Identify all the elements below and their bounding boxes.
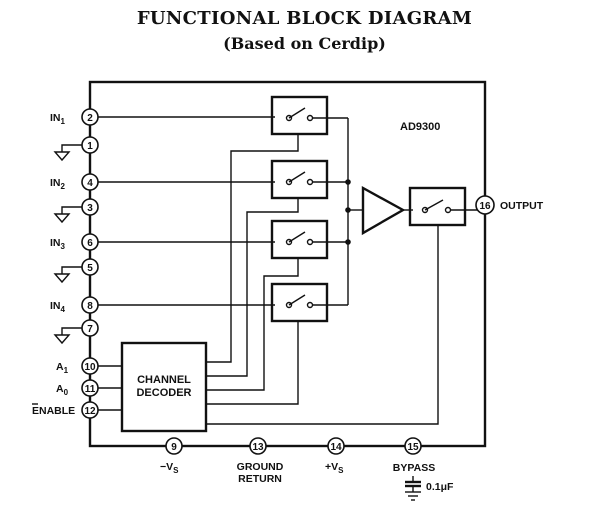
label-in1: IN1 xyxy=(50,112,66,126)
summing-bus xyxy=(313,117,363,306)
diagram-subtitle: (Based on Cerdip) xyxy=(223,34,386,53)
pin-6: 6 xyxy=(81,233,99,251)
decoder-label-line1: CHANNEL xyxy=(137,374,191,386)
label-in4: IN4 xyxy=(50,300,66,314)
ground-icon xyxy=(53,144,82,162)
svg-text:13: 13 xyxy=(252,442,264,453)
pin-14: 14 xyxy=(327,437,345,455)
label-return: RETURN xyxy=(238,473,282,485)
svg-text:14: 14 xyxy=(330,442,342,453)
label-a0: A0 xyxy=(56,383,69,397)
channel-decoder-block xyxy=(120,341,208,433)
input-wires xyxy=(90,116,275,306)
pin-16: 16 xyxy=(475,195,495,215)
pin-4: 4 xyxy=(81,173,99,191)
svg-text:12: 12 xyxy=(84,406,96,417)
label-pos-vs: +VS xyxy=(325,461,344,475)
capacitor-icon xyxy=(405,476,421,501)
pin-1: 1 xyxy=(81,136,99,154)
switch-2 xyxy=(270,159,329,200)
svg-text:15: 15 xyxy=(407,442,419,453)
ground-icon xyxy=(53,206,82,224)
svg-text:8: 8 xyxy=(87,301,93,312)
svg-text:6: 6 xyxy=(87,238,93,249)
ground-icon xyxy=(53,327,82,345)
switch-4 xyxy=(270,282,329,323)
svg-text:16: 16 xyxy=(479,201,491,212)
pin-13: 13 xyxy=(249,437,267,455)
capacitor-value: 0.1μF xyxy=(426,481,454,493)
pin-3: 3 xyxy=(81,198,99,216)
decoder-control-lines xyxy=(206,134,439,425)
svg-text:11: 11 xyxy=(85,384,96,395)
label-enable: ENABLE xyxy=(32,405,75,417)
svg-text:5: 5 xyxy=(87,263,93,274)
svg-text:2: 2 xyxy=(87,113,93,124)
label-ground: GROUND xyxy=(237,461,284,473)
ground-icon xyxy=(53,266,82,284)
pin-8: 8 xyxy=(81,296,99,314)
pin-12: 12 xyxy=(81,401,99,419)
decoder-label-line2: DECODER xyxy=(136,387,191,399)
part-number: AD9300 xyxy=(400,121,440,133)
pin-11: 11 xyxy=(81,379,99,397)
pin-2: 2 xyxy=(81,108,99,126)
label-in2: IN2 xyxy=(50,177,66,191)
svg-text:9: 9 xyxy=(171,442,177,453)
svg-text:7: 7 xyxy=(87,324,93,335)
svg-text:10: 10 xyxy=(84,362,96,373)
svg-text:4: 4 xyxy=(87,178,93,189)
pin-9: 9 xyxy=(165,437,183,455)
switch-3 xyxy=(270,219,329,260)
label-bypass: BYPASS xyxy=(393,462,435,474)
svg-text:1: 1 xyxy=(87,141,93,152)
pin-5: 5 xyxy=(81,258,99,276)
label-in3: IN3 xyxy=(50,237,66,251)
pin-10: 10 xyxy=(81,357,99,375)
output-switch xyxy=(408,186,478,227)
label-output: OUTPUT xyxy=(500,200,544,212)
switch-1 xyxy=(270,95,329,136)
buffer-amplifier xyxy=(361,185,406,236)
pin-15: 15 xyxy=(404,437,422,455)
label-neg-vs: −VS xyxy=(160,461,179,475)
svg-text:3: 3 xyxy=(87,203,93,214)
pin-7: 7 xyxy=(81,319,99,337)
label-a1: A1 xyxy=(56,361,69,375)
diagram-title: FUNCTIONAL BLOCK DIAGRAM xyxy=(136,8,473,29)
